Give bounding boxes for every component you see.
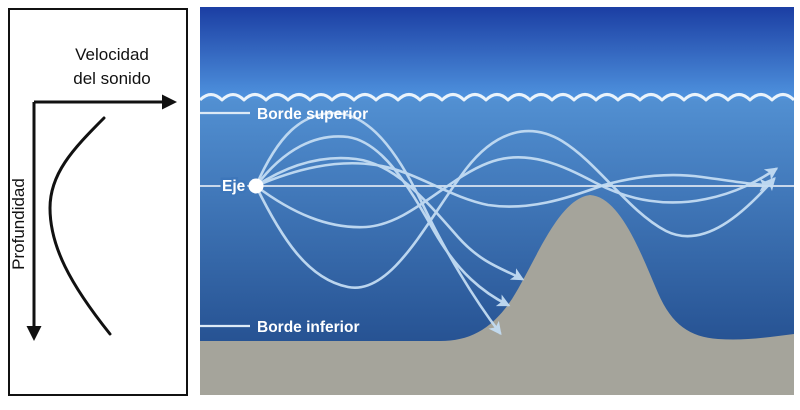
upper-water-band [200, 7, 794, 99]
ocean-cross-section-panel: Borde superior Eje Borde inferior [200, 7, 794, 395]
sound-rays [254, 111, 779, 336]
x-axis-label-line1: Velocidad [75, 45, 149, 64]
ocean-cross-section: Borde superior Eje Borde inferior [200, 7, 794, 395]
axis-label: Eje [222, 178, 246, 195]
speed-depth-graph: Velocidad del sonido Profundidad [10, 45, 177, 341]
sound-ray-6 [254, 161, 773, 208]
seafloor-seamount [200, 195, 794, 395]
sound-ray-5 [254, 155, 779, 229]
y-axis-label: Profundidad [10, 178, 28, 270]
sea-surface-wave [200, 93, 794, 102]
lower-boundary-label: Borde inferior [257, 319, 359, 336]
speed-depth-graph-panel: Velocidad del sonido Profundidad [8, 8, 188, 396]
sound-ray-3 [254, 156, 525, 281]
upper-boundary-label: Borde superior [257, 106, 368, 123]
sound-ray-4 [254, 129, 776, 289]
sound-speed-profile-curve [48, 116, 112, 336]
x-axis-label-line2: del sonido [73, 69, 151, 88]
sound-ray-1 [254, 111, 502, 336]
sound-source-dot [248, 178, 264, 194]
